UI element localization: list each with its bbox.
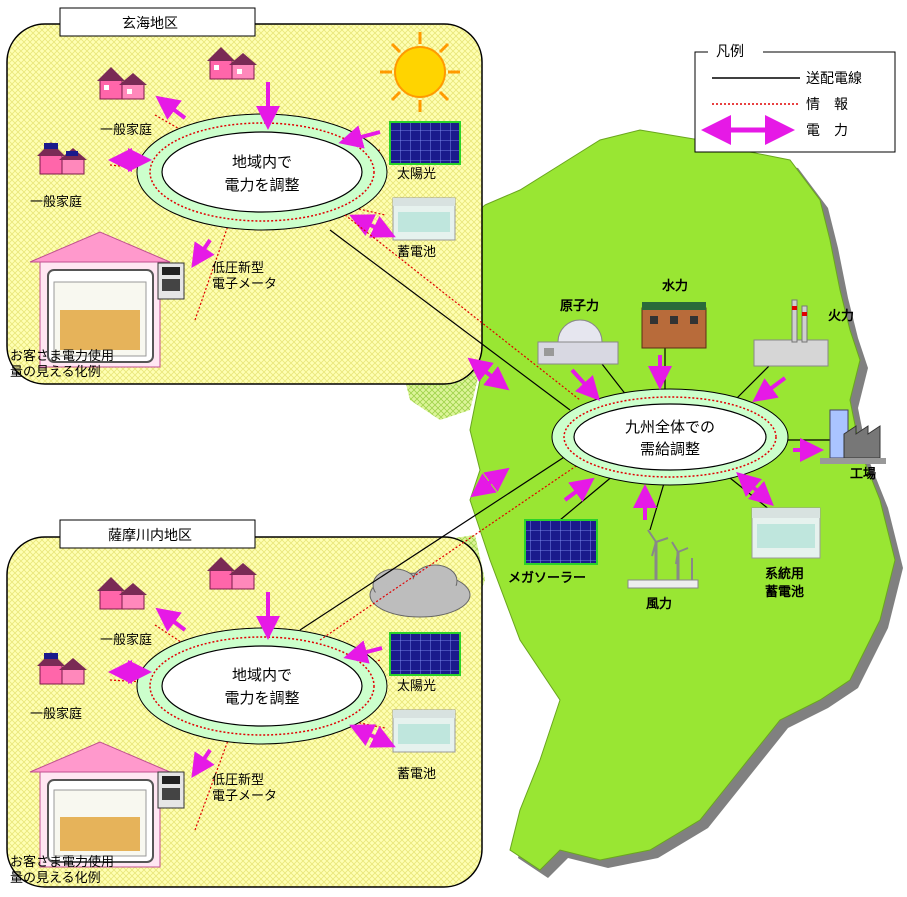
display-line2: 量の見える化例: [10, 365, 101, 380]
house-icon: [207, 47, 257, 80]
house-icon: [37, 142, 87, 175]
legend-label-power: 送配電線: [806, 71, 862, 87]
legend: 凡例 送配電線 情 報 電 力: [694, 40, 896, 153]
source-mega-solar-label: メガソーラー: [508, 571, 586, 586]
customer-house-icon: [29, 231, 171, 368]
region-satsumasendai: 薩摩川内地区 地域内で 電力を調整 一般家庭: [6, 519, 483, 888]
hub-line2: 電力を調整: [224, 176, 299, 194]
power-arrows: [108, 592, 396, 778]
home1-label: 一般家庭: [100, 632, 152, 648]
legend-title-bg: [708, 40, 763, 62]
battery-icon: [392, 197, 456, 241]
legend-title: 凡例: [716, 44, 744, 60]
battery-label: 蓄電池: [397, 767, 436, 782]
legend-box: [694, 51, 896, 153]
house-icon: [37, 652, 87, 685]
solar-label: 太陽光: [397, 167, 436, 182]
map-land: [419, 129, 896, 871]
central-inner: [573, 403, 767, 471]
storage-line1: 系統用: [765, 566, 804, 582]
hub-line2: 電力を調整: [224, 689, 299, 707]
mega-solar-icon: [524, 519, 598, 565]
wind-turbine-icon: [627, 529, 699, 589]
region-title-box: [59, 519, 256, 549]
meter-icon: [157, 262, 185, 300]
region-title-box: [59, 7, 256, 37]
house-icon: [97, 577, 147, 610]
customer-house-icon: [29, 741, 171, 868]
sun-icon: [380, 32, 460, 112]
home2-label: 一般家庭: [30, 194, 82, 210]
sink-factory-label: 工場: [850, 466, 876, 482]
meter-line1: 低圧新型: [212, 772, 264, 788]
solar-panel-icon: [389, 632, 461, 676]
source-nuclear-label: 原子力: [560, 298, 599, 314]
source-hydro-label: 水力: [662, 278, 688, 294]
region-title: 玄海地区: [122, 15, 178, 32]
kyushu-map: [400, 129, 903, 878]
meter-line2: 電子メータ: [212, 789, 277, 804]
region-links: [299, 214, 586, 641]
central-line1: 九州全体での: [625, 418, 715, 436]
hydro-plant-icon: [641, 302, 707, 349]
house-icon: [207, 557, 257, 590]
home2-label: 一般家庭: [30, 706, 82, 722]
home1-label: 一般家庭: [100, 122, 152, 138]
hub-inner: [161, 131, 363, 213]
house-icon: [97, 67, 147, 100]
legend-label-info: 情 報: [806, 97, 848, 113]
factory-icon: [820, 409, 886, 464]
hub-line1: 地域内で: [232, 153, 292, 171]
central-power-arrows: [467, 355, 824, 520]
display-line2: 量の見える化例: [10, 871, 101, 886]
display-line1: お客さま電力使用: [10, 348, 114, 364]
meter-icon: [157, 771, 185, 809]
storage-line2: 蓄電池: [765, 584, 804, 600]
source-wind-label: 風力: [646, 596, 672, 612]
legend-label-power-flow: 電 力: [806, 123, 848, 139]
hub-line1: 地域内で: [232, 666, 292, 684]
central-info-ring: [563, 396, 777, 478]
meter-line2: 電子メータ: [212, 277, 277, 292]
region-title: 薩摩川内地区: [108, 527, 192, 544]
solar-label: 太陽光: [397, 679, 436, 694]
solar-panel-icon: [389, 121, 461, 165]
meter-line1: 低圧新型: [212, 260, 264, 276]
display-line1: お客さま電力使用: [10, 854, 114, 870]
cloud-icon: [369, 564, 471, 618]
battery-icon: [392, 709, 456, 753]
region-genkai: 玄海地区 地域内で 電力を調整: [6, 7, 483, 385]
power-arrows: [108, 82, 396, 268]
source-thermal-label: 火力: [828, 308, 854, 324]
thermal-plant-icon: [753, 299, 829, 367]
battery-label: 蓄電池: [397, 245, 436, 260]
grid-battery-icon: [751, 507, 821, 559]
central-line2: 需給調整: [640, 440, 700, 458]
hub-inner: [161, 645, 363, 727]
nuclear-plant-icon: [537, 319, 619, 365]
central-hub: 九州全体での 需給調整 原子力 水力 火力 メガソーラー: [467, 278, 886, 612]
